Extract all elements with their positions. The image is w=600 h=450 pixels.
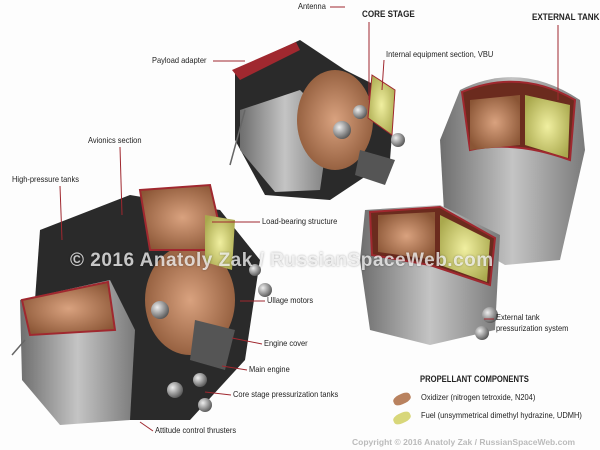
label-internal-equipment: Internal equipment section, VBU [386,49,494,59]
external-tank-top [440,77,585,265]
core-stage-bottom [11,183,272,425]
label-load-bearing: Load-bearing structure [262,216,338,226]
core-stage-top [229,40,405,200]
label-avionics: Avionics section [88,135,142,145]
legend-fuel: Fuel (unsymmetrical dimethyl hydrazine, … [421,410,582,420]
label-payload-adapter: Payload adapter [152,55,207,65]
leader-lines [59,6,559,432]
label-ullage-motors: Ullage motors [267,295,314,305]
legend-oxidizer: Oxidizer (nitrogen tetroxide, N204) [421,392,536,402]
legend-title: PROPELLANT COMPONENTS [420,374,529,384]
label-engine-cover: Engine cover [264,338,308,348]
label-ext-pressurization-2: pressurization system [496,323,569,333]
external-tank-bottom [360,205,500,345]
watermark: © 2016 Anatoly Zak / RussianSpaceWeb.com [70,250,494,271]
label-attitude-thrusters: Attitude control thrusters [155,425,237,435]
copyright: Copyright © 2016 Anatoly Zak / RussianSp… [352,437,576,447]
header-core-stage: CORE STAGE [362,9,415,20]
label-core-pressurization: Core stage pressurization tanks [233,389,339,399]
label-high-pressure-tanks: High-pressure tanks [12,174,79,184]
header-external-tank: EXTERNAL TANK [532,12,600,23]
label-ext-pressurization-1: External tank [496,312,540,322]
label-antenna: Antenna [298,1,326,11]
label-main-engine: Main engine [249,364,290,374]
